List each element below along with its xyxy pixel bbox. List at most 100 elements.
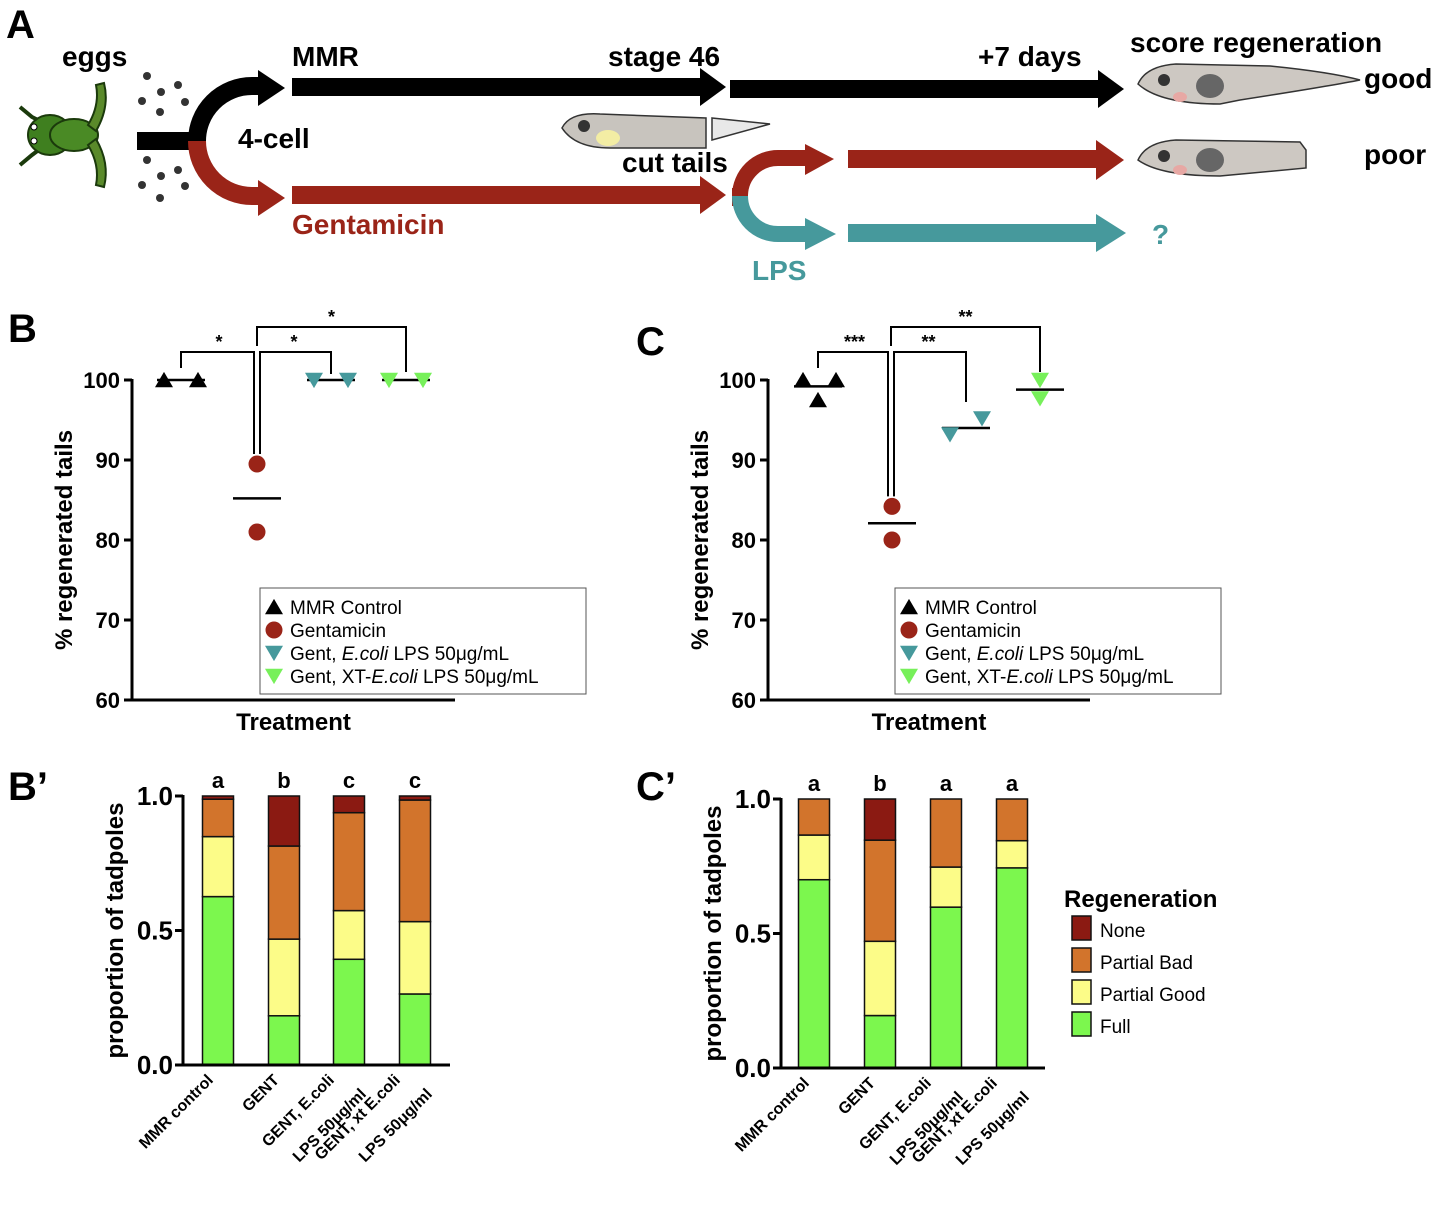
- legend-label: Gent, XT-E.coli LPS 50μg/mL: [290, 667, 539, 688]
- bar-segment-full: [863, 1014, 897, 1069]
- lps-outcome-arrow: [848, 224, 1098, 242]
- bar-segment-partial-bad: [797, 798, 831, 836]
- legend-label-part: Gent, XT-: [290, 667, 371, 688]
- bar-segment-full: [797, 878, 831, 1069]
- y-tick-label: 0.0: [735, 1053, 771, 1083]
- group-letter: a: [212, 768, 225, 793]
- legend-marker: [265, 645, 283, 662]
- legend-label-part: Gentamicin: [925, 621, 1021, 642]
- data-point: [248, 455, 266, 473]
- bar-segment-partial-bad: [863, 839, 897, 943]
- data-point: [1031, 372, 1049, 389]
- legend-label-part: MMR Control: [925, 598, 1037, 619]
- group-letter: b: [873, 771, 886, 796]
- legend-marker: [900, 645, 918, 662]
- significance-label: *: [328, 307, 335, 327]
- data-point: [189, 371, 207, 388]
- poor-label: poor: [1364, 139, 1426, 170]
- gentamicin-curve-arrow: [188, 140, 262, 205]
- legend-swatch: [1071, 947, 1092, 973]
- legend-label-italic: E.coli: [1006, 667, 1053, 688]
- lps-curve-arrow: [732, 195, 806, 242]
- significance-bracket: [180, 351, 255, 454]
- bar-segment-full: [929, 906, 963, 1069]
- significance-bracket: [259, 351, 332, 454]
- legend-marker: [265, 598, 283, 615]
- legend-marker: [900, 621, 918, 639]
- legend-label-part: LPS 50μg/mL: [1023, 644, 1144, 665]
- x-category-label: MMR control: [136, 1072, 217, 1153]
- data-point: [305, 372, 323, 389]
- legend-label: MMR Control: [925, 598, 1037, 619]
- mmr-curve-arrow: [188, 77, 262, 150]
- bar-segment-partial-good: [201, 835, 235, 898]
- legend-label-part: LPS 50μg/mL: [418, 667, 539, 688]
- bar-segment-full: [398, 993, 432, 1066]
- bar-segment-none: [332, 795, 366, 814]
- group-letter: c: [409, 768, 421, 793]
- start-bar: [137, 132, 197, 150]
- y-axis-title: % regenerated tails: [687, 430, 714, 650]
- group-letter: a: [940, 771, 953, 796]
- y-tick-label: 1.0: [735, 784, 771, 814]
- y-tick-label: 100: [83, 368, 120, 393]
- tadpole-cut-icon: [561, 113, 771, 149]
- group-letter: b: [277, 768, 290, 793]
- legend-label: Gentamicin: [290, 621, 386, 642]
- data-point: [941, 427, 959, 443]
- y-tick-label: 1.0: [137, 781, 173, 811]
- eggs-label: eggs: [62, 41, 127, 72]
- y-tick-label: 90: [732, 448, 756, 473]
- unknown-outcome-label: ?: [1152, 219, 1169, 250]
- control-post-cut-curve: [732, 150, 806, 196]
- y-axis-title: proportion of tadpoles: [700, 806, 727, 1062]
- data-point: [1031, 391, 1049, 407]
- data-point: [827, 371, 845, 388]
- data-point: [248, 523, 266, 541]
- legend-swatch: [1071, 915, 1092, 941]
- legend-label-italic: E.coli: [342, 644, 389, 665]
- bar-segment-full: [267, 1015, 301, 1066]
- bar-segment-none: [267, 795, 301, 847]
- y-tick-label: 70: [732, 608, 756, 633]
- bar-segment-partial-good: [929, 866, 963, 908]
- legend-label: None: [1100, 921, 1145, 942]
- legend-marker: [900, 598, 918, 615]
- y-axis-title: proportion of tadpoles: [102, 803, 129, 1059]
- x-axis-title: Treatment: [236, 709, 351, 736]
- y-tick-label: 70: [96, 608, 120, 633]
- eggs-icon: [138, 72, 189, 202]
- legend-label: Gent, XT-E.coli LPS 50μg/mL: [925, 667, 1174, 688]
- stage46-label: stage 46: [608, 41, 720, 72]
- legend-swatch: [1071, 1011, 1092, 1037]
- bar-segment-partial-good: [995, 839, 1029, 869]
- bar-segment-partial-good: [267, 938, 301, 1017]
- y-tick-label: 0.5: [735, 919, 771, 949]
- plus7-arrow: [730, 80, 1100, 98]
- legend-label: Gent, E.coli LPS 50μg/mL: [925, 644, 1144, 665]
- group-letter: c: [343, 768, 355, 793]
- data-point: [973, 411, 991, 427]
- tadpole-good-icon: [1137, 63, 1361, 105]
- panel-letter: C’: [636, 765, 676, 809]
- cut-tails-label: cut tails: [622, 147, 728, 178]
- legend-box: [259, 587, 587, 695]
- mmr-arrow: [292, 78, 702, 96]
- data-point: [339, 372, 357, 389]
- legend-swatch: [1071, 979, 1092, 1005]
- legend-marker: [265, 668, 283, 685]
- legend-title: Regeneration: [1064, 886, 1217, 913]
- significance-label: *: [290, 332, 297, 352]
- data-point: [809, 391, 827, 408]
- legend-label-part: LPS 50μg/mL: [1053, 667, 1174, 688]
- legend-label: Gent, E.coli LPS 50μg/mL: [290, 644, 509, 665]
- y-tick-label: 0.5: [137, 916, 173, 946]
- score-regeneration-label: score regeneration: [1130, 27, 1382, 58]
- bar-segment-partial-bad: [332, 811, 366, 912]
- y-tick-label: 80: [732, 528, 756, 553]
- panel-a-schematic: A eggs 4-cell MMR stage 46: [6, 3, 1432, 286]
- y-tick-label: 80: [96, 528, 120, 553]
